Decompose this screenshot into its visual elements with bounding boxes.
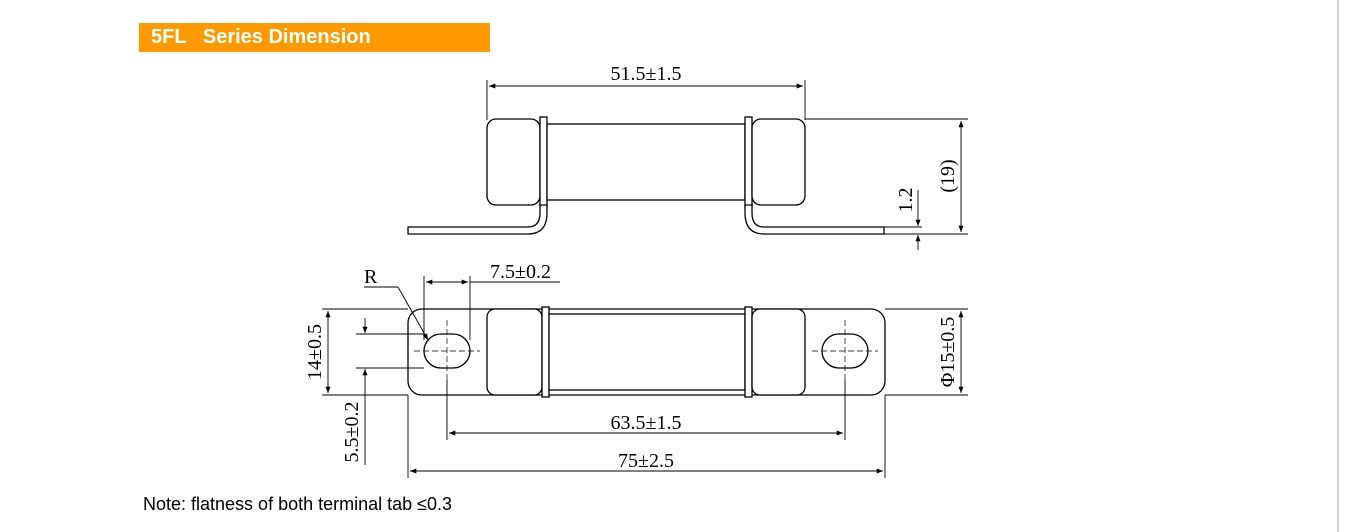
top-view-dimensions (322, 276, 968, 478)
dim-inner-length: 63.5±1.5 (611, 412, 682, 434)
dim-total-length: 75±2.5 (618, 450, 674, 472)
dim-diameter: Φ15±0.5 (937, 317, 959, 388)
dim-height: (19) (937, 159, 959, 192)
dim-tab-thickness: 1.2 (895, 188, 917, 213)
flatness-note: Note: flatness of both terminal tab ≤0.3 (143, 494, 453, 514)
slot-centerlines (414, 320, 878, 380)
dim-top-length: 51.5±1.5 (611, 63, 682, 85)
dim-radius: R (364, 266, 378, 288)
side-view (407, 116, 885, 235)
dim-hole-offset: 7.5±0.2 (490, 261, 551, 283)
section-header: 5FL Series Dimension (139, 23, 490, 52)
dim-hole-width: 14±0.5 (304, 324, 326, 380)
dim-hole-edge: 5.5±0.2 (341, 402, 363, 463)
page-divider (1337, 0, 1339, 532)
side-view-dimensions (486, 80, 968, 250)
top-view (407, 306, 886, 398)
